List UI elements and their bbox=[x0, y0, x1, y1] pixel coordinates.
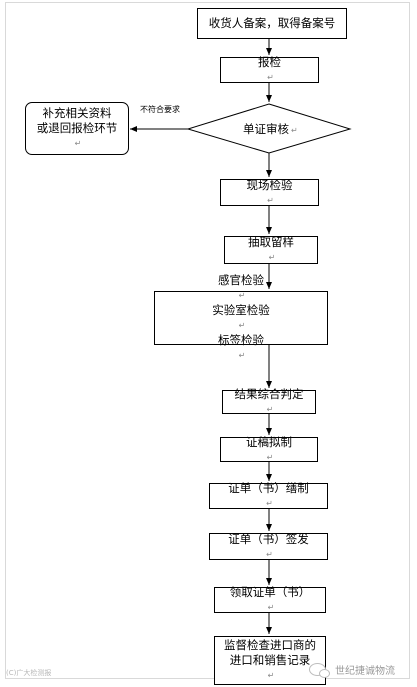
step-onsite-inspection: 现场检验↵ bbox=[220, 178, 319, 206]
step-result-judgment: 结果综合判定↵ bbox=[222, 387, 316, 414]
step-certificate-preparation: 证单（书）缮制↵ bbox=[209, 481, 328, 509]
decision-label-document-review: 单证审核↵ bbox=[243, 122, 298, 136]
supervision-line1: 监督检查进口商的 bbox=[224, 638, 316, 652]
step-certificate-issuance: 证单（书）签发↵ bbox=[209, 532, 328, 560]
step-certificate-collection: 领取证单（书）↵ bbox=[214, 585, 326, 613]
wechat-icon bbox=[309, 663, 330, 678]
step-supervision: 监督检查进口商的 进口和销售记录↵ bbox=[214, 636, 326, 685]
step-inspection-tests: 感官检验↵ 实验室检验↵ 标签检验↵ bbox=[154, 273, 328, 360]
page-border bbox=[5, 2, 410, 679]
lab-inspection: 实验室检验 bbox=[212, 303, 270, 317]
watermark-right: 世纪捷诚物流 bbox=[309, 662, 395, 678]
step-receiver-filing: 收货人备案，取得备案号 bbox=[197, 8, 347, 39]
supplement-line2: 或退回报检环节 bbox=[36, 121, 118, 135]
watermark-left: (C)广大检测报 bbox=[6, 669, 52, 677]
branch-supplement-or-return: 补充相关资料 或退回报检环节↵ bbox=[25, 102, 129, 155]
step-inspection-declaration: 报检↵ bbox=[220, 55, 319, 83]
supervision-line2: 进口和销售记录 bbox=[229, 653, 311, 667]
label-inspection: 标签检验 bbox=[218, 333, 264, 347]
sensory-inspection: 感官检验 bbox=[218, 273, 264, 287]
step-sampling: 抽取留样↵ bbox=[224, 235, 318, 264]
edge-label-not-compliant: 不符合要求 bbox=[140, 105, 180, 114]
step-certificate-drafting: 证稿拟制↵ bbox=[220, 435, 318, 462]
supplement-line1: 补充相关资料 bbox=[42, 106, 112, 120]
